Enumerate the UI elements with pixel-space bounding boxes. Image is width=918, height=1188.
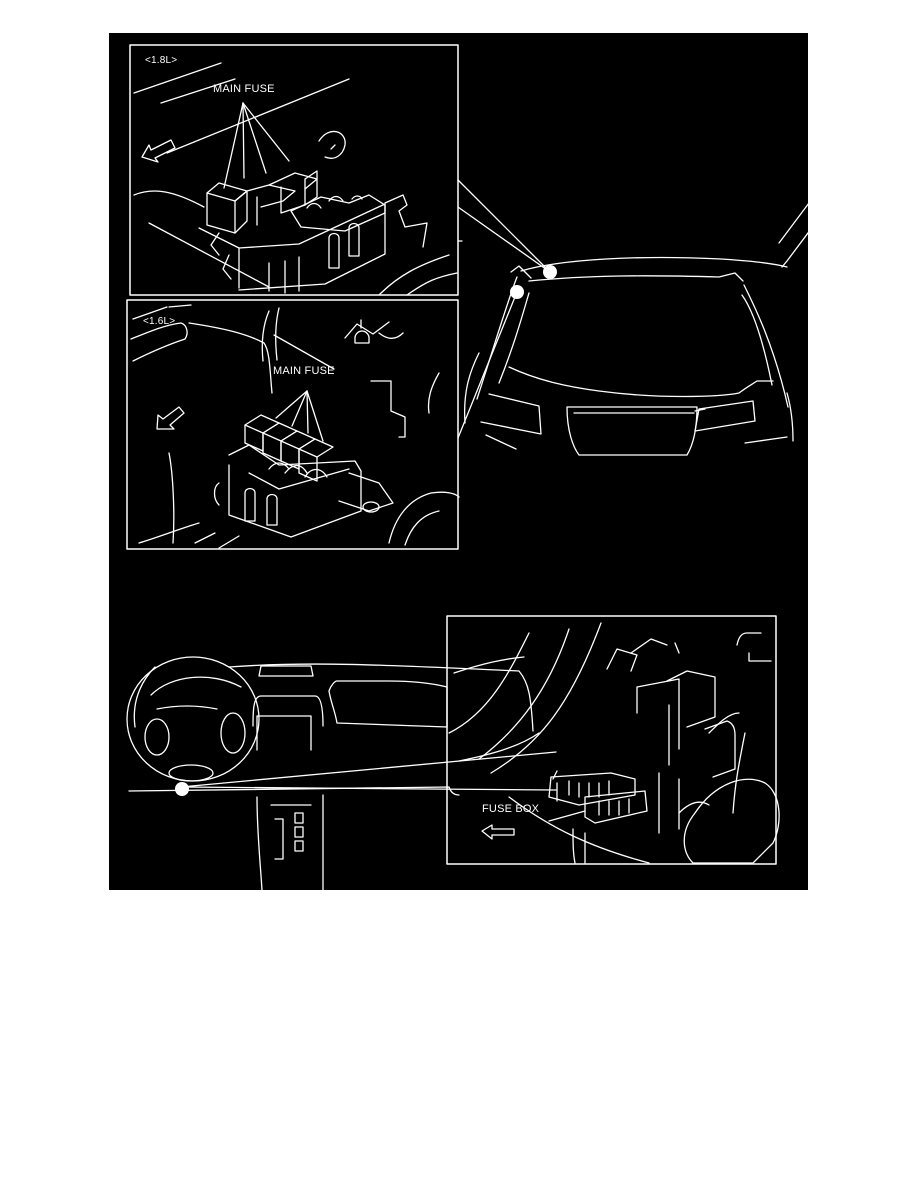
main-fuse-block: [198, 130, 428, 294]
engine-variant-label-1-8l: <1.8L>: [145, 55, 178, 66]
panel-1-8l: [129, 44, 459, 296]
location-marker-icon: [510, 285, 524, 299]
fuse-location-diagram: <1.8L> MAIN FUSE <1.6L> MAIN FUSE FUSE B…: [109, 33, 808, 890]
panel-dashboard: [126, 656, 557, 890]
front-direction-arrow-icon: [141, 139, 176, 163]
engine-variant-label-1-6l: <1.6L>: [143, 316, 176, 327]
panel-1-6l: [126, 299, 460, 550]
main-fuse-callout-1-6l: MAIN FUSE: [273, 365, 335, 377]
panel-vehicle-front: [457, 179, 808, 456]
fuse-box-callout: FUSE BOX: [482, 803, 540, 815]
panel-fuse-box-detail: [446, 615, 780, 865]
location-marker-icon: [543, 265, 557, 279]
line-art: [126, 44, 808, 890]
main-fuse-callout-1-8l: MAIN FUSE: [213, 83, 275, 95]
front-direction-arrow-icon: [156, 406, 185, 430]
front-direction-arrow-icon: [481, 824, 515, 840]
main-fuse-block: [213, 414, 394, 538]
location-marker-icon: [175, 782, 189, 796]
fuse-box: [548, 770, 648, 824]
